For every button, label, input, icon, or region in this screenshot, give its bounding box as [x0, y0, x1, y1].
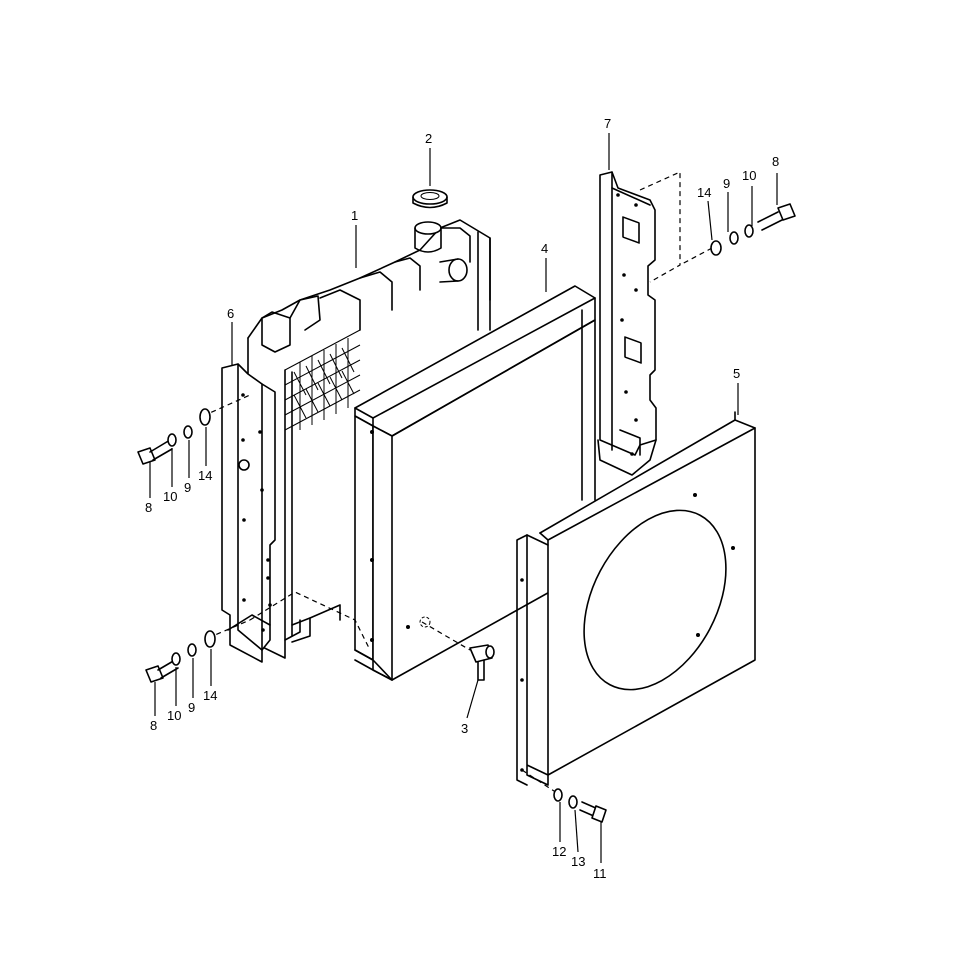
fastener-set-shroud — [553, 788, 607, 823]
callout-10-left-upper: 10 — [163, 489, 177, 504]
callout-4: 4 — [541, 241, 548, 256]
callout-13: 13 — [571, 854, 585, 869]
callout-2: 2 — [425, 131, 432, 146]
leader-lines — [149, 133, 778, 863]
fastener-set-right-upper — [710, 203, 796, 256]
callout-3: 3 — [461, 721, 468, 736]
callout-labels: 1 2 3 4 5 6 7 8 8 8 9 9 9 10 10 10 14 14… — [145, 116, 779, 881]
callout-9-left-lower: 9 — [188, 700, 195, 715]
callout-14-left-lower: 14 — [203, 688, 217, 703]
callout-10-right-upper: 10 — [742, 168, 756, 183]
callout-12: 12 — [552, 844, 566, 859]
callout-5: 5 — [733, 366, 740, 381]
callout-14-left-upper: 14 — [198, 468, 212, 483]
callout-14-right-upper: 14 — [697, 185, 711, 200]
callout-9-left-upper: 9 — [184, 480, 191, 495]
assembly-lines — [202, 171, 713, 796]
callout-10-left-lower: 10 — [167, 708, 181, 723]
drain-valve — [419, 616, 495, 681]
radiator — [247, 219, 491, 659]
callout-8-right-upper: 8 — [772, 154, 779, 169]
callout-9-right-upper: 9 — [723, 176, 730, 191]
right-bracket — [597, 171, 657, 476]
fastener-set-left-lower — [145, 630, 216, 683]
radiator-cap — [412, 189, 448, 209]
callout-6: 6 — [227, 306, 234, 321]
fan-shroud — [516, 411, 756, 786]
callout-8-left-upper: 8 — [145, 500, 152, 515]
callout-11: 11 — [593, 866, 607, 881]
callout-7: 7 — [604, 116, 611, 131]
left-bracket — [221, 363, 276, 663]
callout-8-left-lower: 8 — [150, 718, 157, 733]
fastener-set-left-upper — [137, 408, 211, 465]
callout-1: 1 — [351, 208, 358, 223]
cooler-core — [354, 285, 596, 681]
